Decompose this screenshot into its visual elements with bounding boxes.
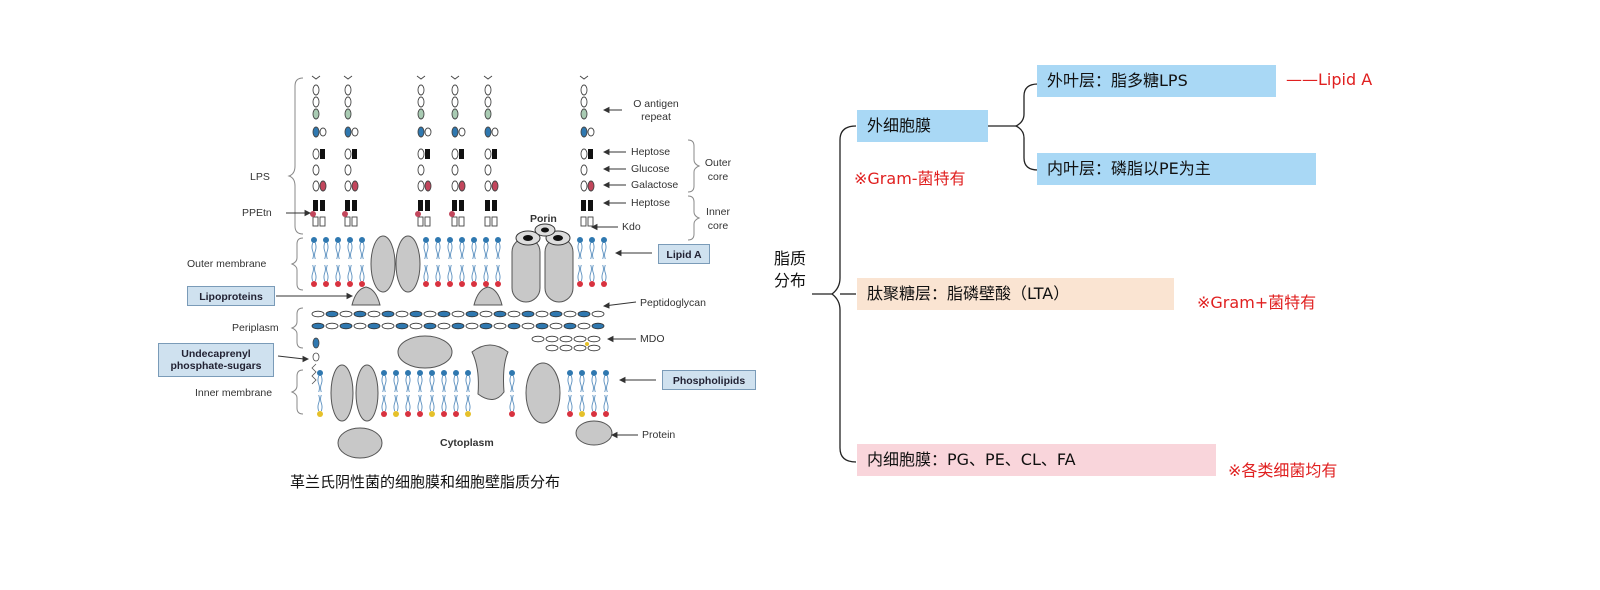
porin-protein bbox=[511, 223, 574, 303]
label-protein: Protein bbox=[642, 429, 676, 441]
label-heptose-outer: Heptose bbox=[631, 146, 671, 158]
label-periplasm: Periplasm bbox=[232, 322, 279, 334]
label-mdo: MDO bbox=[640, 333, 665, 345]
node-peptidoglycan: 肽聚糖层：脂磷壁酸（LTA） bbox=[857, 278, 1174, 310]
label-porin: Porin bbox=[530, 213, 557, 225]
note-gram-negative: ※Gram-菌特有 bbox=[854, 169, 966, 188]
label-glucose: Glucose bbox=[631, 163, 670, 175]
label-heptose-inner: Heptose bbox=[631, 197, 671, 209]
label-lps: LPS bbox=[250, 171, 270, 183]
node-inner-membrane: 内细胞膜：PG、PE、CL、FA bbox=[857, 444, 1216, 476]
label-cytoplasm: Cytoplasm bbox=[440, 437, 494, 449]
label-kdo: Kdo bbox=[622, 221, 641, 233]
diagram-caption: 革兰氏阴性菌的细胞膜和细胞壁脂质分布 bbox=[290, 473, 561, 491]
label-galactose: Galactose bbox=[631, 179, 679, 191]
mdo-chain bbox=[531, 335, 601, 352]
note-all-bacteria: ※各类细菌均有 bbox=[1228, 461, 1338, 480]
membrane-illustration bbox=[276, 75, 701, 459]
root-line-2: 分布 bbox=[774, 271, 807, 290]
label-inner: Inner bbox=[706, 206, 730, 218]
label-undecaprenyl: Undecaprenyl phosphate-sugars bbox=[158, 343, 274, 377]
node-outer-leaflet: 外叶层：脂多糖LPS bbox=[1037, 65, 1276, 97]
mindmap-root: 脂质 分布 bbox=[774, 248, 806, 292]
note-lipid-a: ——Lipid A bbox=[1286, 70, 1373, 89]
label-inner-membrane: Inner membrane bbox=[195, 387, 273, 399]
label-lipid-a: Lipid A bbox=[658, 244, 710, 264]
node-inner-leaflet: 内叶层：磷脂以PE为主 bbox=[1037, 153, 1316, 185]
label-phospholipids: Phospholipids bbox=[662, 370, 756, 390]
label-outer-core: core bbox=[707, 171, 729, 183]
label-outer: Outer bbox=[704, 157, 732, 169]
label-inner-core: core bbox=[707, 220, 729, 232]
note-gram-positive: ※Gram+菌特有 bbox=[1197, 293, 1317, 312]
label-o-antigen: O antigen bbox=[633, 98, 679, 110]
label-undecaprenyl-line1: Undecaprenyl bbox=[181, 348, 251, 360]
label-peptidoglycan: Peptidoglycan bbox=[640, 297, 706, 309]
label-lipoproteins: Lipoproteins bbox=[187, 286, 275, 306]
root-line-1: 脂质 bbox=[774, 249, 807, 268]
label-outer-membrane: Outer membrane bbox=[187, 258, 267, 270]
label-repeat: repeat bbox=[641, 111, 671, 123]
label-undecaprenyl-line2: phosphate-sugars bbox=[170, 360, 262, 372]
label-ppetn: PPEtn bbox=[242, 207, 272, 219]
node-outer-membrane: 外细胞膜 bbox=[857, 110, 988, 142]
